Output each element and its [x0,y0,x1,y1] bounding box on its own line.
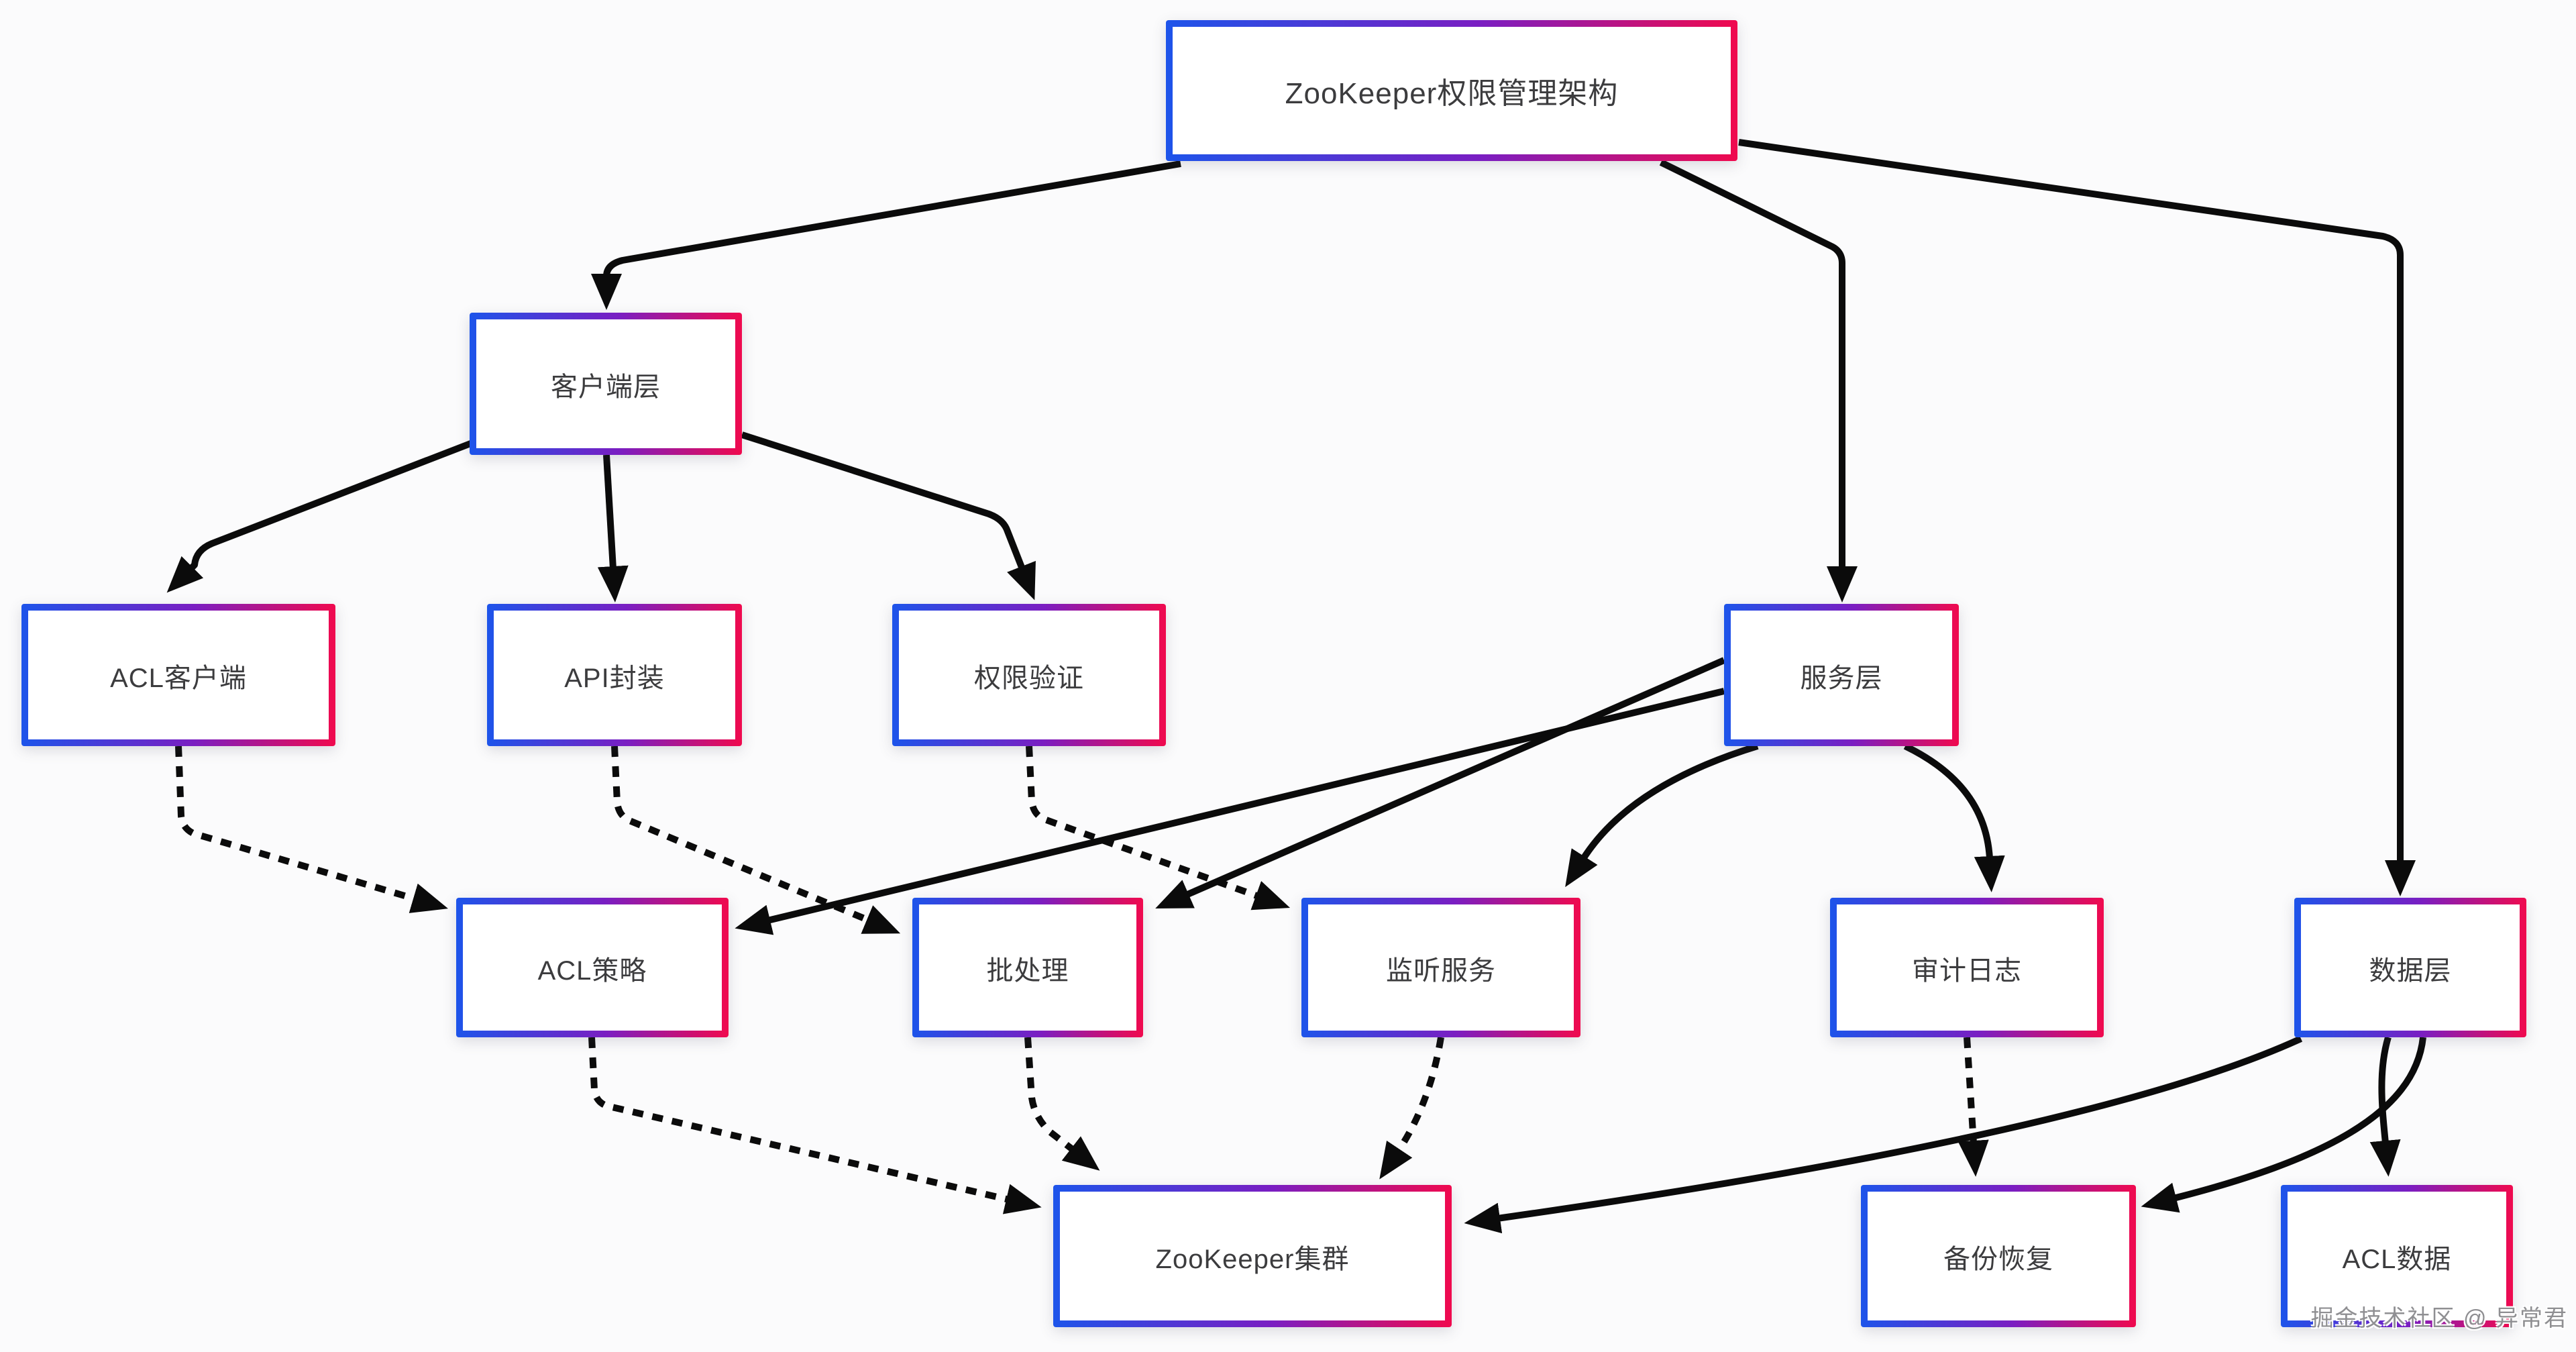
edge-service-layer-watch-service [1565,743,1759,888]
node-label-acl-client: ACL客户端 [28,611,329,739]
node-label-api-wrapper: API封装 [494,611,735,739]
edge-root-data-layer [1738,139,2416,896]
node-label-acl-policy: ACL策略 [463,904,722,1031]
node-data-layer: 数据层 [2294,898,2526,1037]
node-label-audit-log: 审计日志 [1837,904,2097,1031]
node-label-zk-cluster: ZooKeeper集群 [1060,1192,1445,1320]
edge-client-layer-perm-verify [741,431,1036,601]
node-label-batch: 批处理 [919,904,1136,1031]
node-label-perm-verify: 权限验证 [899,611,1159,739]
node-acl-data: ACL数据 [2281,1185,2513,1327]
node-zk-cluster: ZooKeeper集群 [1053,1185,1452,1327]
edge-api-wrapper-batch [611,745,901,934]
edge-data-layer-backup-restore [2141,1037,2426,1213]
node-acl-policy: ACL策略 [456,898,729,1037]
node-label-client-layer: 客户端层 [476,319,735,448]
node-label-data-layer: 数据层 [2301,904,2520,1031]
node-label-watch-service: 监听服务 [1308,904,1574,1031]
edge-watch-service-zk-cluster [1379,1037,1444,1180]
node-backup-restore: 备份恢复 [1861,1185,2136,1327]
node-watch-service: 监听服务 [1301,898,1580,1037]
node-audit-log: 审计日志 [1830,898,2104,1037]
node-label-backup-restore: 备份恢复 [1868,1192,2129,1320]
edge-perm-verify-watch-service [1026,745,1291,911]
edge-data-layer-zk-cluster [1464,1035,2303,1234]
node-label-root: ZooKeeper权限管理架构 [1173,27,1731,154]
edge-root-service-layer [1659,159,1858,603]
edge-service-layer-batch [1155,657,1725,908]
node-label-service-layer: 服务层 [1731,611,1952,739]
node-api-wrapper: API封装 [487,604,742,746]
node-service-layer: 服务层 [1724,604,1959,746]
edge-audit-log-backup-restore [1957,1037,1989,1177]
node-client-layer: 客户端层 [470,313,742,455]
node-root: ZooKeeper权限管理架构 [1166,20,1737,161]
edge-batch-zk-cluster [1024,1037,1100,1171]
watermark: 掘金技术社区 @ 异常君 [2310,1306,2568,1331]
edge-service-layer-audit-log [1903,743,2005,892]
node-label-acl-data: ACL数据 [2288,1192,2506,1320]
node-batch: 批处理 [912,898,1143,1037]
node-acl-client: ACL客户端 [21,604,335,746]
edge-client-layer-acl-client [166,439,474,593]
node-perm-verify: 权限验证 [892,604,1166,746]
edge-client-layer-api-wrapper [597,454,629,603]
edge-data-layer-acl-data [2369,1036,2401,1177]
edge-root-client-layer [591,160,1181,310]
edge-acl-policy-zk-cluster [588,1037,1042,1214]
edge-acl-client-acl-policy [175,745,448,913]
